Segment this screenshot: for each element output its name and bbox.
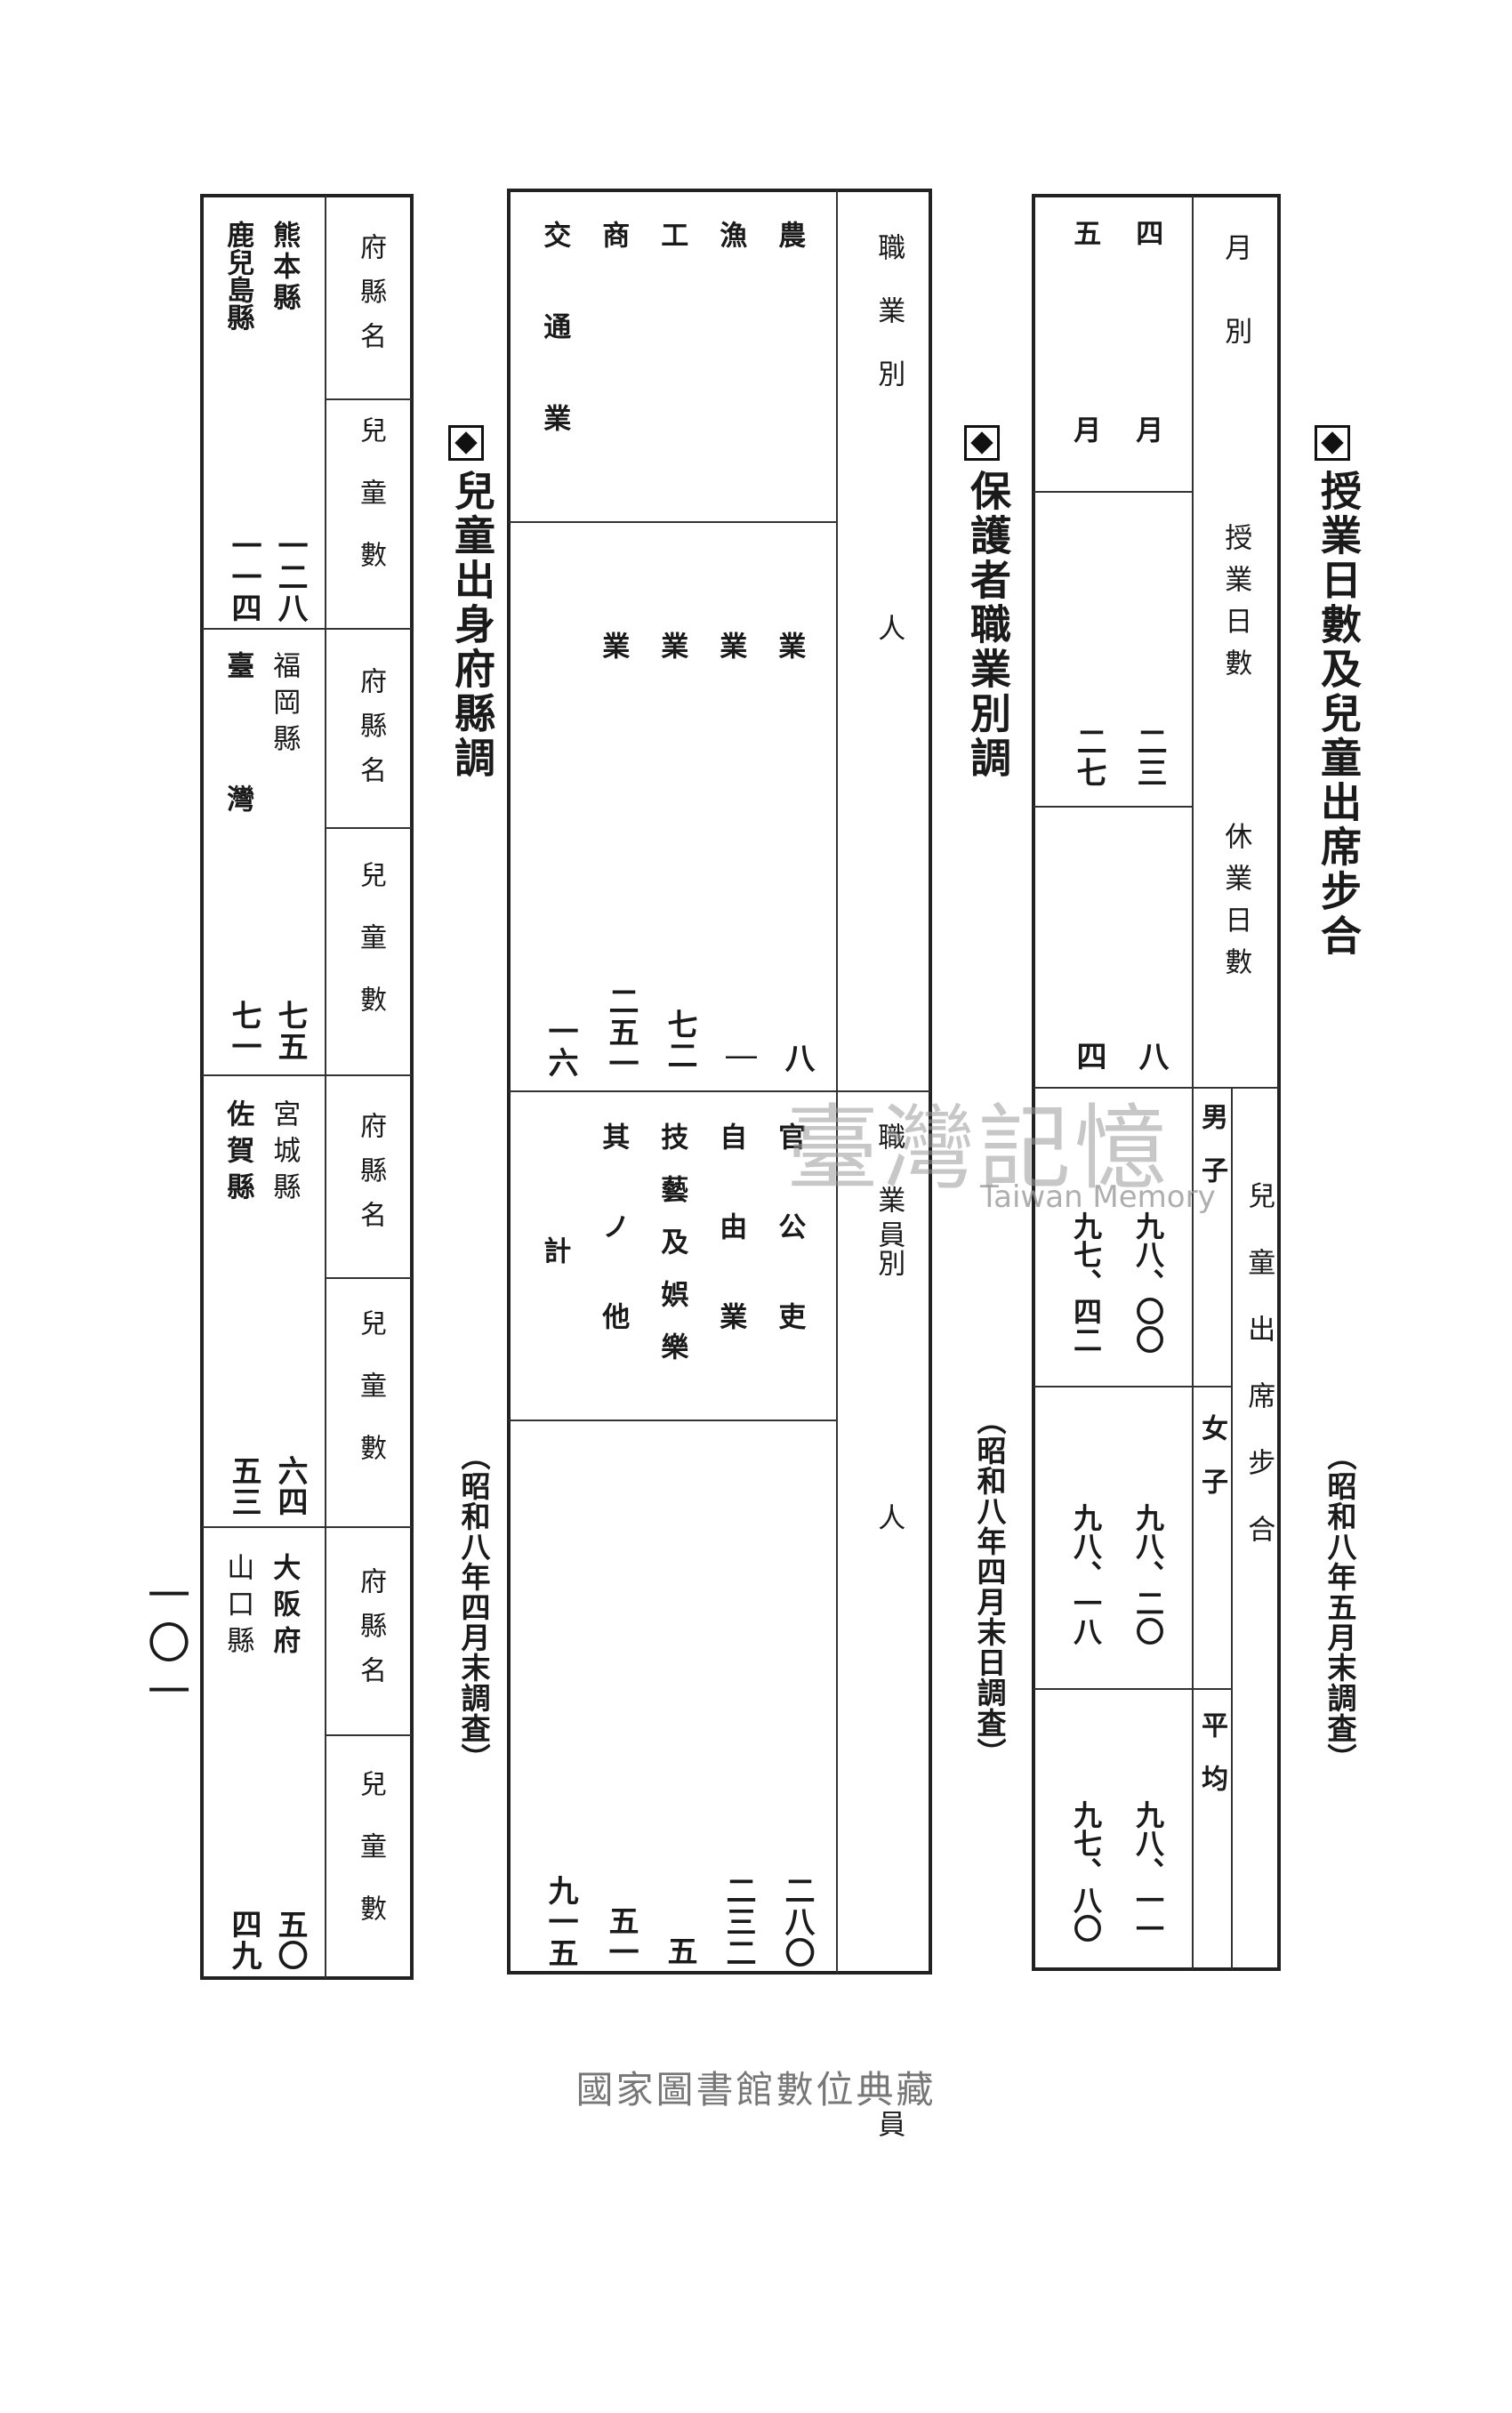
guardian-left-count: 八: [779, 1042, 815, 1074]
attendance-row-holidays: 八: [1133, 1041, 1169, 1072]
origin-col-count: 兒童數: [355, 1770, 386, 1957]
guardian-right-count: 二八〇: [779, 1875, 815, 1968]
attendance-row-days: 二七: [1071, 726, 1106, 788]
origin-pref-count: 五三: [226, 1455, 261, 1517]
origin-pref-count: 七一: [226, 1000, 261, 1062]
attendance-row-avg: 九七、八〇: [1069, 1800, 1103, 1942]
origin-title: 兒童出身府縣調: [448, 470, 496, 781]
guardian-right-count: 五一: [603, 1905, 639, 1967]
attendance-sub-female: 女 子: [1196, 1414, 1227, 1494]
origin-pref-name: 宮城縣: [268, 1099, 301, 1209]
origin-pref-count: 一一四: [226, 530, 261, 623]
guardian-right-name: 技藝及娯樂: [655, 1122, 688, 1385]
origin-col-pref: 府縣名: [355, 667, 386, 800]
guardian-right-name: 自由業: [714, 1122, 747, 1392]
origin-pref-name: 佐賀縣: [221, 1099, 254, 1209]
guardian-col-count: 人 員: [873, 1503, 905, 2413]
page-number: 一〇一: [140, 1572, 189, 1717]
guardian-left-count: 二五一: [603, 985, 639, 1079]
guardian-table: [507, 189, 932, 1975]
guardian-left-name: 農 業: [773, 221, 806, 837]
guardian-right-count: 五: [662, 1935, 697, 1967]
guardian-right-count: 二三二: [720, 1875, 756, 1968]
origin-pref-name: 熊本縣: [268, 221, 301, 314]
guardian-right-name: 官公吏: [773, 1122, 806, 1392]
attendance-row-days: 二三: [1131, 726, 1167, 788]
section-marker-icon: [1315, 425, 1350, 461]
guardian-right-name: 計: [538, 1236, 571, 1278]
origin-col-pref: 府縣名: [355, 233, 386, 366]
guardian-left-count: 一六: [543, 1016, 578, 1078]
footer-text: 國家圖書館數位典藏: [575, 2068, 937, 2111]
attendance-row-male: 九八、〇〇: [1131, 1211, 1165, 1354]
attendance-row-female: 九八、二〇: [1131, 1503, 1165, 1645]
origin-col-count: 兒童數: [355, 416, 386, 603]
attendance-note: （昭和八年五月末調査）: [1323, 1441, 1357, 1774]
guardian-left-name: 工 業: [655, 221, 688, 837]
origin-col-count: 兒童數: [355, 861, 386, 1048]
watermark-subtitle: Taiwan Memory: [980, 1179, 1216, 1215]
attendance-col-rate: 兒童出席步合: [1243, 1181, 1275, 1581]
origin-pref-name: 臺 灣: [221, 651, 254, 851]
origin-pref-count: 一二八: [272, 530, 308, 623]
guardian-left-count: 七二: [662, 1009, 697, 1071]
origin-pref-name: 鹿兒島縣: [221, 221, 254, 331]
origin-pref-name: 福岡縣: [268, 651, 301, 760]
attendance-sub-avg: 平 均: [1196, 1711, 1227, 1791]
guardian-col-occ: 職業別: [873, 1122, 905, 1312]
attendance-title: 授業日數及兒童出席步合: [1315, 470, 1363, 959]
guardian-left-count: ｜: [720, 1042, 756, 1074]
attendance-col-month: 月 別: [1219, 233, 1252, 358]
origin-pref-count: 四九: [226, 1909, 261, 1971]
origin-pref-count: 五〇: [272, 1909, 308, 1971]
attendance-row-month: 四月: [1130, 219, 1163, 612]
guardian-left-name: 商 業: [597, 221, 630, 837]
guardian-col-occ: 職業別: [873, 233, 905, 422]
origin-pref-name: 山口縣: [221, 1553, 254, 1662]
attendance-row-month: 五月: [1068, 219, 1101, 612]
attendance-row-male: 九七、四二: [1069, 1211, 1103, 1354]
origin-pref-count: 七五: [272, 1000, 308, 1062]
guardian-note: （昭和八年四月末日調査）: [972, 1405, 1007, 1768]
origin-col-count: 兒童數: [355, 1309, 386, 1496]
section-marker-icon: [448, 425, 484, 461]
section-marker-icon: [964, 425, 1000, 461]
guardian-title: 保護者職業別調: [964, 470, 1012, 781]
attendance-col-holidays: 休業日數: [1219, 822, 1252, 989]
attendance-col-days: 授業日數: [1219, 523, 1252, 690]
origin-col-pref: 府縣名: [355, 1112, 386, 1245]
origin-table: [200, 194, 414, 1980]
guardian-col-count: 人 員: [873, 614, 905, 1524]
attendance-row-holidays: 四: [1071, 1041, 1106, 1072]
guardian-right-count: 九一五: [543, 1875, 578, 1968]
attendance-row-female: 九八、一八: [1069, 1503, 1103, 1645]
origin-col-pref: 府縣名: [355, 1567, 386, 1701]
origin-note: （昭和八年四月末調査）: [456, 1441, 491, 1774]
watermark-title: 臺灣記憶: [786, 1094, 1171, 1202]
origin-pref-count: 六四: [272, 1455, 308, 1517]
guardian-left-name: 漁 業: [714, 221, 747, 837]
attendance-table: [1032, 194, 1281, 1971]
origin-pref-name: 大阪府: [268, 1553, 301, 1662]
guardian-left-name: 交通業: [538, 221, 571, 495]
guardian-right-name: 其ノ他: [597, 1122, 630, 1392]
attendance-sub-male: 男 子: [1196, 1103, 1227, 1183]
attendance-row-avg: 九八、一一: [1131, 1800, 1165, 1942]
